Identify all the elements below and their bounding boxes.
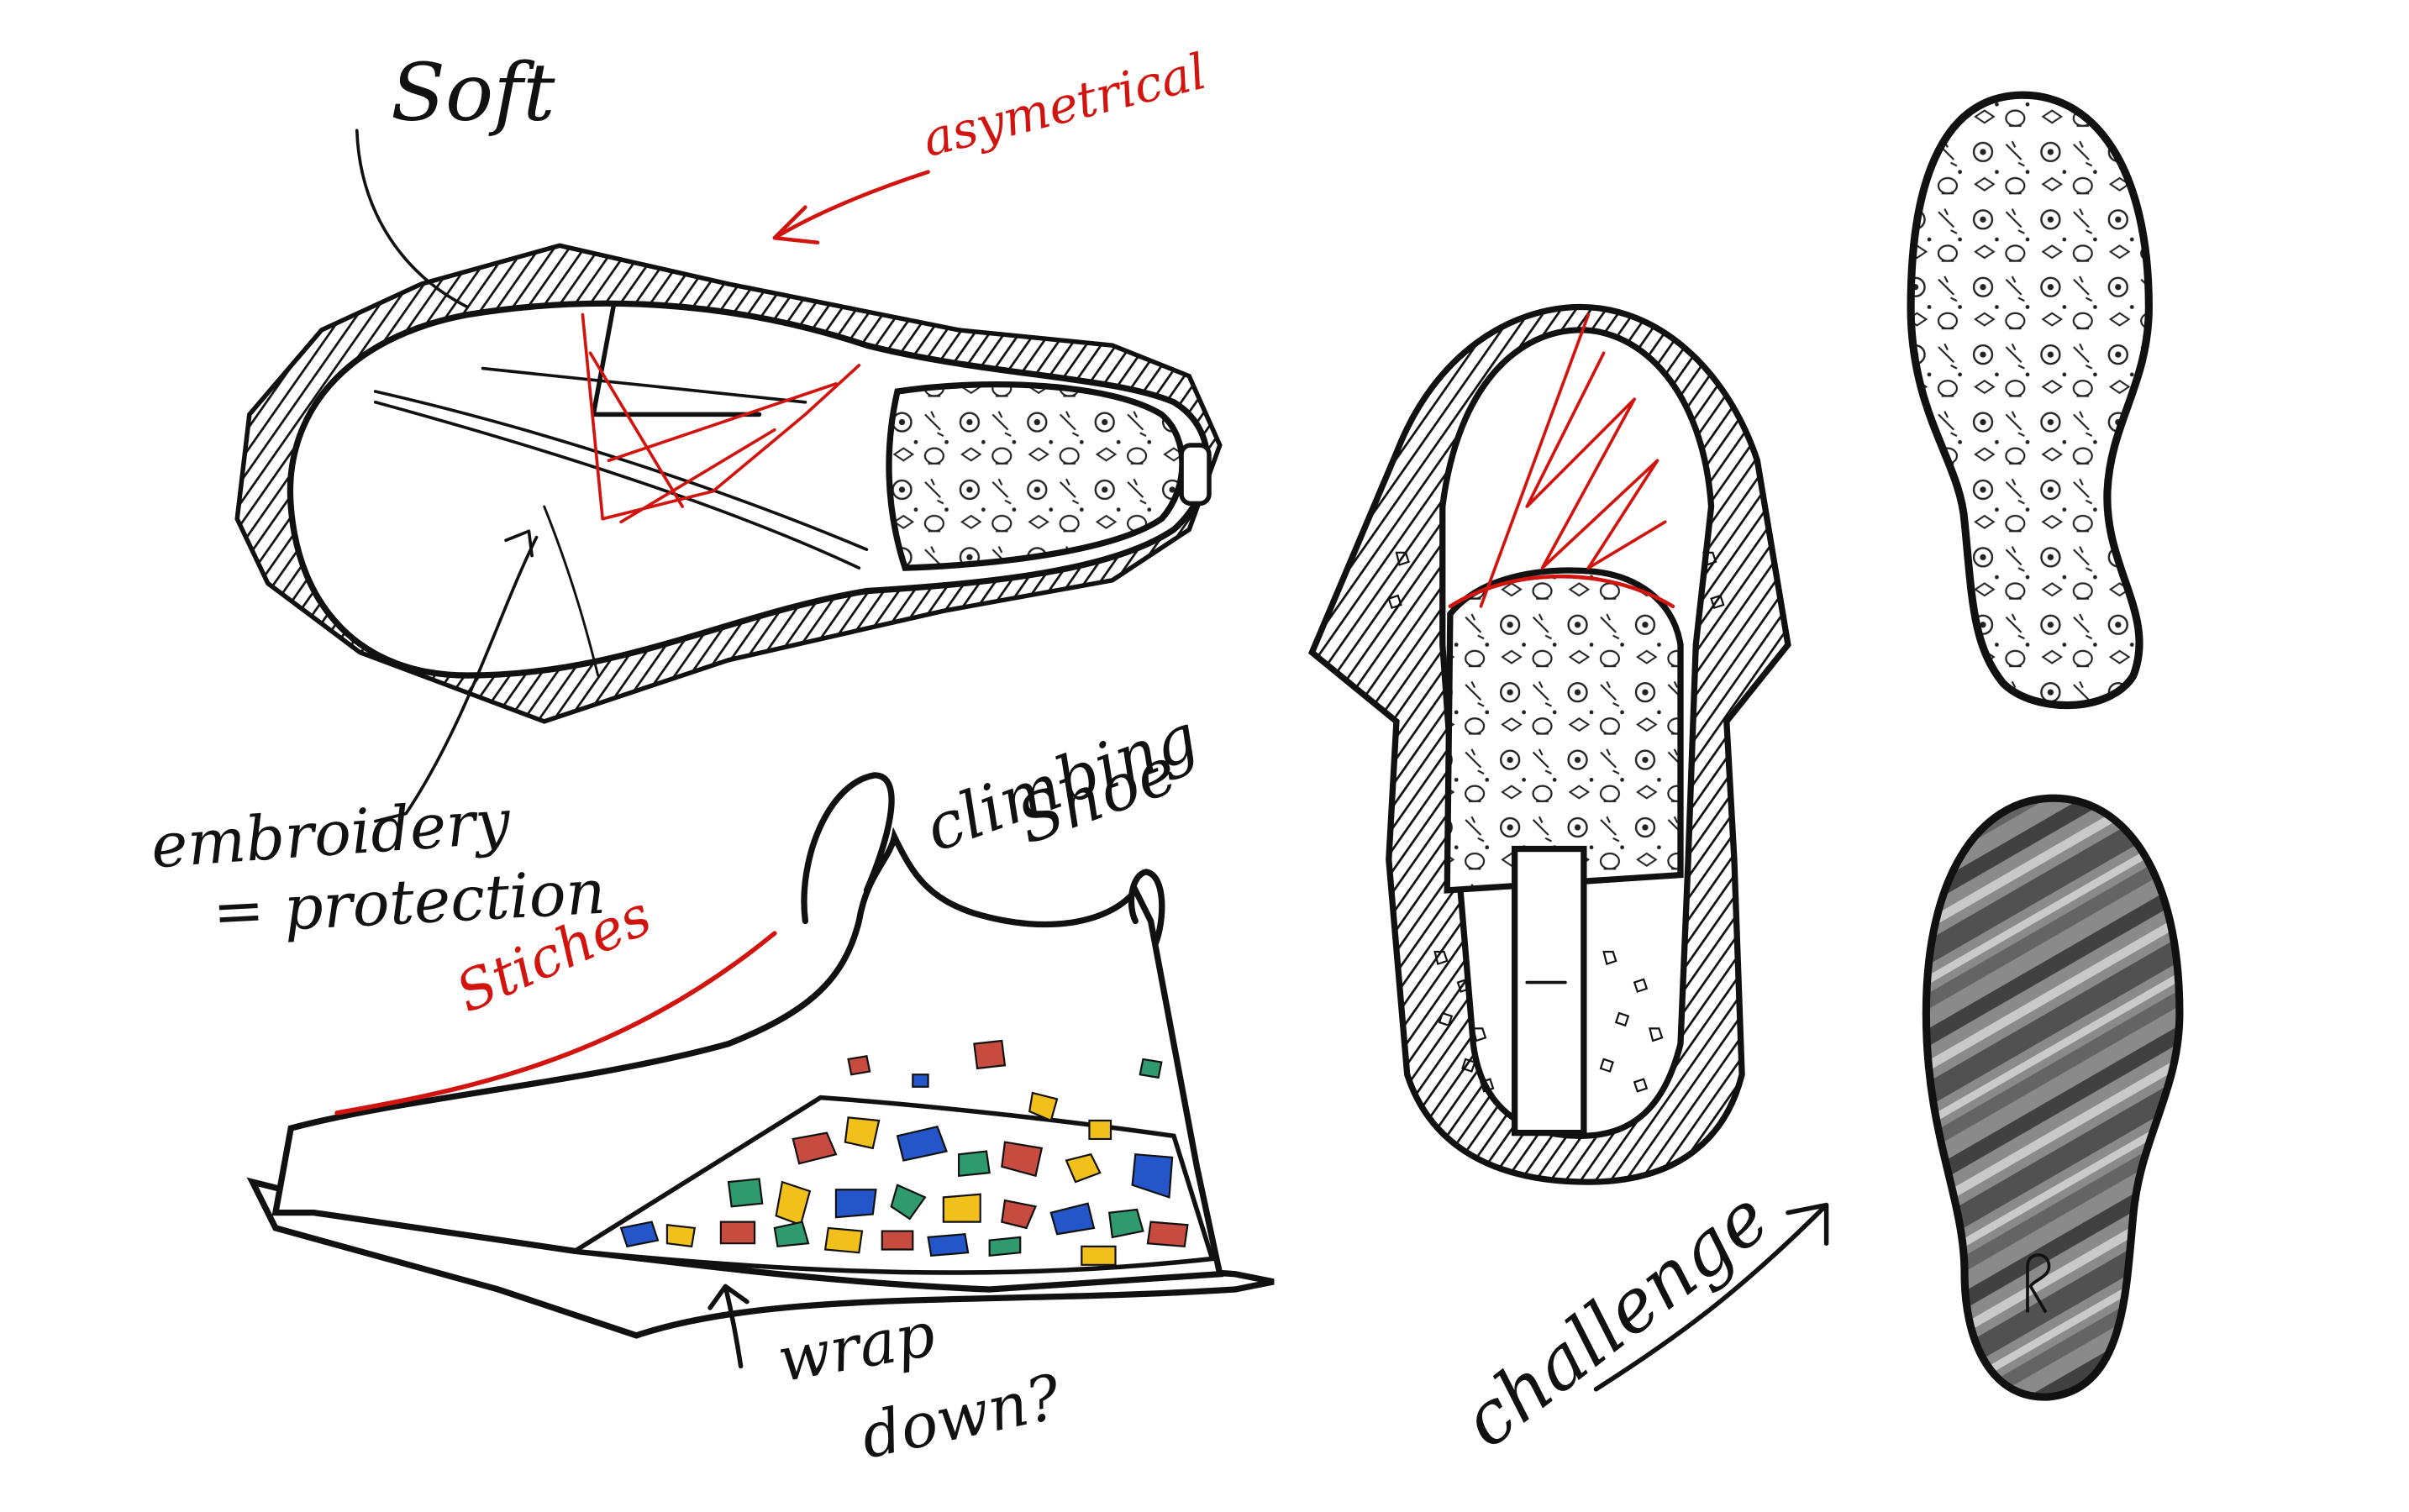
annotation-asymmetrical: asymetrical <box>918 43 1212 168</box>
annotation-challenge: challenge <box>1447 1174 1785 1464</box>
annotation-wrap: wrap <box>772 1299 940 1396</box>
front-view-shoe-sketch <box>1307 303 1791 1185</box>
red-arrow-icon <box>772 170 930 245</box>
sole-logo-icon <box>2026 1253 2051 1314</box>
insole-sketch <box>1907 91 2153 710</box>
annotation-challenge-group: challenge <box>1447 1174 1829 1464</box>
top-view-heel-tab <box>1179 443 1212 507</box>
side-view-toe-loop <box>801 772 895 925</box>
outsole-sketch <box>1922 794 2184 1401</box>
terrazzo-chips <box>619 1039 1189 1266</box>
annotation-asymmetrical-group: asymetrical <box>772 43 1212 245</box>
side-view-shoe-sketch <box>246 772 1275 1369</box>
side-view-heel-loop <box>1128 869 1165 948</box>
top-view-shoe-sketch <box>234 129 1223 823</box>
up-arrow-icon <box>1593 1202 1829 1392</box>
black-arrow-icon <box>707 1284 750 1369</box>
outsole-shape <box>1922 794 2184 1401</box>
front-view-tongue <box>1511 845 1587 1137</box>
annotation-soft: Soft <box>391 47 555 139</box>
front-view-pebbles <box>1387 551 1725 1093</box>
top-view-insole <box>886 381 1186 571</box>
front-view-insole <box>1444 567 1684 894</box>
